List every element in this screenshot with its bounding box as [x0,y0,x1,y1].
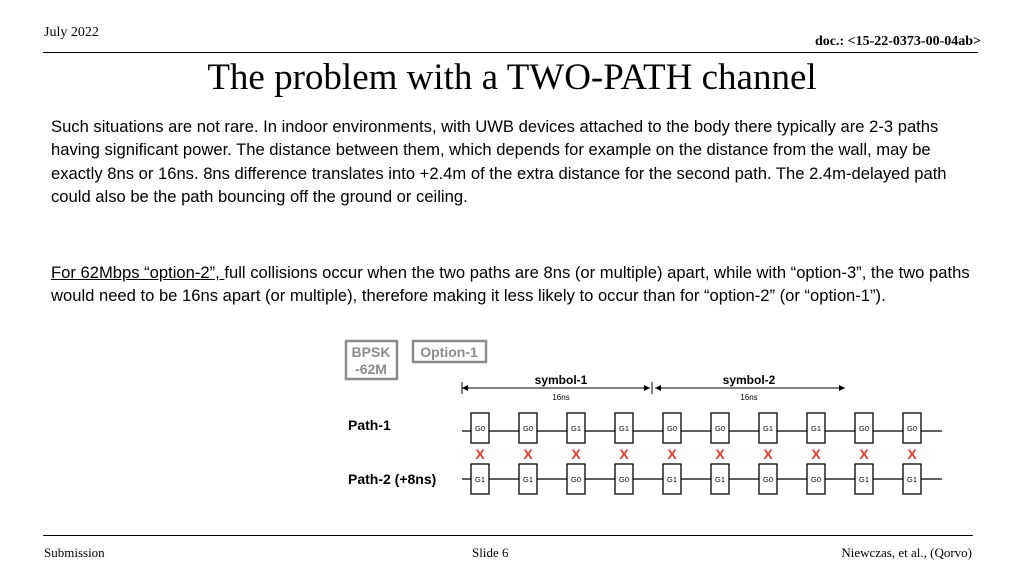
path-1-pulse-code: G1 [619,424,629,433]
path-2-pulse-box [758,463,778,495]
option-badge-frame [411,339,488,364]
path-1-pulse-code: G0 [715,424,725,433]
paragraph-collisions-lead: For 62Mbps “option-2”, [51,263,225,282]
collision-mark: X [619,446,629,462]
path-2-pulse-box [566,463,586,495]
two-path-diagram: BPSK -62M Option-1 symbol-1 16ns symbol-… [344,339,942,495]
path-1-pulse-code: G0 [667,424,677,433]
modulation-badge-frame [344,339,399,381]
path-1-pulse-box [806,412,826,444]
path-2-pulse-code: G1 [715,475,725,484]
collision-mark: X [523,446,533,462]
footer-authors: Niewczas, et al., (Qorvo) [841,545,972,560]
path-2-pulse-code: G1 [475,475,485,484]
path-2-pulse-box [806,463,826,495]
path-2-pulse-code: G0 [619,475,629,484]
symbol-1-duration: 16ns [552,393,569,402]
path-2-pulse-code: G0 [571,475,581,484]
path-1-pulse-code: G1 [763,424,773,433]
path-2-pulse-box [902,463,922,495]
paragraph-collisions-body: full collisions occur when the two paths… [51,263,970,306]
footer-divider [43,535,973,536]
header-divider [43,52,978,53]
slide-title: The problem with a TWO-PATH channel [207,57,817,98]
path-2-pulse-code: G1 [667,475,677,484]
path-2-pulse-box [518,463,538,495]
path-2-pulse-code: G0 [763,475,773,484]
collision-mark: X [667,446,677,462]
modulation-badge-line2: -62M [355,361,387,377]
path-1-pulse-box [662,412,682,444]
header-date: July 2022 [44,25,99,40]
collision-mark: X [763,446,773,462]
symbol-2-label: symbol-2 [723,373,776,387]
path-1-pulse-code: G1 [811,424,821,433]
path-1-pulse-box [470,412,490,444]
collision-mark: X [811,446,821,462]
symbol-1-label: symbol-1 [535,373,588,387]
path-2-pulse-box [470,463,490,495]
collision-mark: X [907,446,917,462]
path-1-label: Path-1 [348,417,391,433]
path-1-pulse-box [566,412,586,444]
path-2-pulse-code: G0 [811,475,821,484]
path-2-pulse-code: G1 [859,475,869,484]
path-2-pulse-box [710,463,730,495]
header-doc-id: doc.: <15-22-0373-00-04ab> [814,34,981,49]
path-1-pulse-box [614,412,634,444]
footer-slide-number: Slide 6 [472,545,509,560]
paragraph-collisions: For 62Mbps “option-2”, full collisions o… [51,261,981,308]
path-1-pulse-code: G0 [523,424,533,433]
path-1-pulse-code: G0 [475,424,485,433]
path-2-pulse-code: G1 [523,475,533,484]
path-1-pulse-box [710,412,730,444]
footer-submission: Submission [44,545,105,560]
path-2-pulse-box [614,463,634,495]
option-badge: Option-1 [420,344,478,360]
modulation-badge-line1: BPSK [352,344,391,360]
path-2-label: Path-2 (+8ns) [348,471,436,487]
path-1-pulse-box [758,412,778,444]
symbol-2-duration: 16ns [740,393,757,402]
path-1-pulse-box [854,412,874,444]
path-2-pulse-box [662,463,682,495]
collision-mark: X [715,446,725,462]
symbol-2-span [651,382,845,394]
path-1-pulse-code: G0 [859,424,869,433]
path-2-pulse-box [854,463,874,495]
path-1-pulse-code: G1 [571,424,581,433]
symbol-1-span [461,382,650,394]
path-1-pulse-box [902,412,922,444]
collision-mark: X [859,446,869,462]
path-1-pulse-code: G0 [907,424,917,433]
collision-mark: X [475,446,485,462]
path-2-pulse-code: G1 [907,475,917,484]
collision-mark: X [571,446,581,462]
paragraph-indoor-paths: Such situations are not rare. In indoor … [51,117,947,207]
path-1-pulse-box [518,412,538,444]
